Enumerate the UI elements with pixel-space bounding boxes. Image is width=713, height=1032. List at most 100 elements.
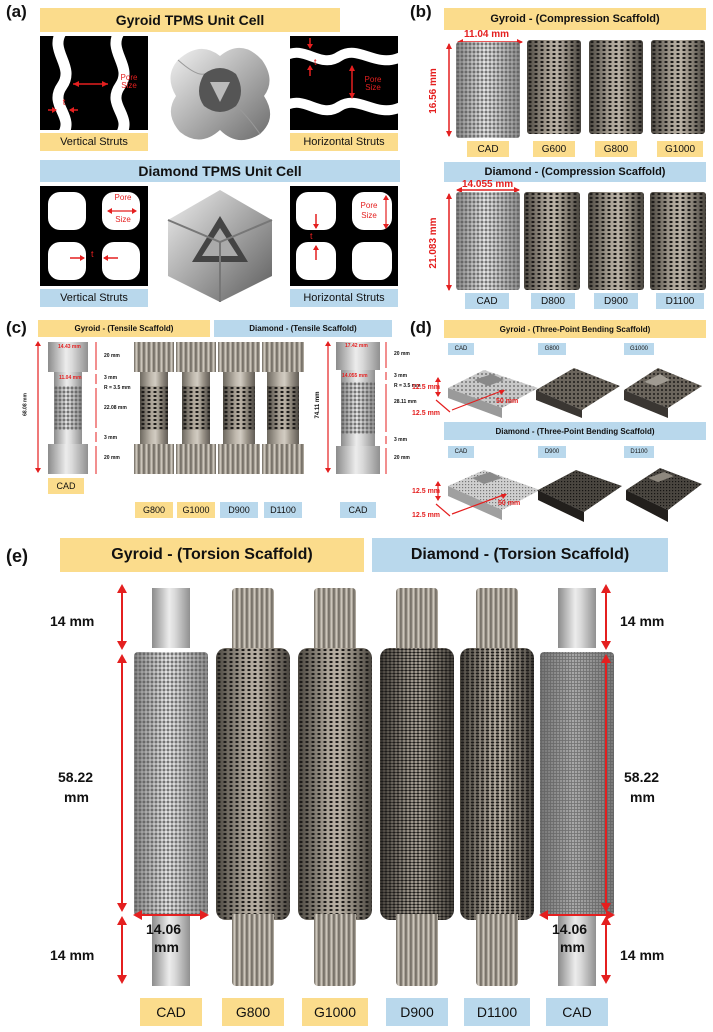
diamond-compression-height-label: 21.083 mm (428, 217, 439, 269)
torsion-left-top-len: 14 mm (50, 613, 95, 629)
gyroid-vertical-pore-size-label: Pore Size (120, 73, 138, 90)
diamond-compression-width-arrow (456, 187, 520, 193)
gyroid-compression-height-label: 16.56 mm (428, 68, 439, 114)
gyroid-tensile-d5: 20 mm (104, 455, 120, 461)
torsion-label-g1000: G1000 (302, 998, 368, 1026)
diamond-unit-cell-header: Diamond TPMS Unit Cell (40, 160, 400, 182)
gyroid-bending-dim-l: 50 mm (496, 398, 519, 405)
diamond-bending-dim-h: 12.5 mm (412, 488, 441, 495)
diamond-bending-header: Diamond - (Three-Point Bending Scaffold) (444, 422, 706, 440)
torsion-label-d900: D900 (386, 998, 448, 1026)
diamond-bending-dim-l: 50 mm (498, 500, 521, 507)
panel-c-letter: (c) (6, 318, 27, 337)
diamond-tensile-cad (336, 342, 380, 474)
diamond-unit-cell-render (167, 190, 273, 302)
gyroid-vertical-struts-image: Pore Size t (40, 36, 148, 130)
torsion-sample-cad-diamond (540, 588, 614, 986)
torsion-right-mid-len-2: mm (630, 789, 655, 805)
diamond-tensile-d1: 20 mm (394, 351, 410, 357)
diamond-compression-width-label: 14.055 mm (462, 179, 514, 190)
diamond-tensile-d900 (218, 342, 260, 474)
diamond-bending-beams (448, 468, 702, 522)
diamond-horizontal-size-label: Size (361, 211, 377, 220)
gyroid-horizontal-pore-size-label: Pore Size (364, 75, 382, 92)
gyroid-tensile-total-arrow (35, 341, 41, 473)
diamond-compression-d900 (588, 192, 644, 290)
torsion-left-width-2: mm (154, 939, 179, 955)
diamond-bending-dim-arrows (435, 481, 507, 517)
gyroid-unit-cell-header: Gyroid TPMS Unit Cell (40, 8, 340, 32)
gyroid-compression-label-g800: G800 (595, 141, 637, 157)
gyroid-compression-width-label: 11.04 mm (464, 29, 510, 40)
torsion-label-cad-gyroid: CAD (140, 998, 202, 1026)
tensile-label-cad-diamond: CAD (340, 502, 376, 518)
gyroid-vertical-struts-label: Vertical Struts (40, 133, 148, 151)
gyroid-compression-label-g1000: G1000 (657, 141, 703, 157)
gyroid-tensile-radius: R = 3.5 mm (104, 385, 131, 391)
torsion-left-mid-len-1: 58.22 (58, 769, 94, 785)
gyroid-tensile-top-width: 14.43 mm (58, 344, 81, 350)
diamond-bending-tag-d900: D900 (538, 446, 566, 458)
gyroid-tensile-g800 (134, 342, 174, 474)
diamond-tensile-segment-ticks (385, 342, 387, 474)
diamond-tensile-d4: 3 mm (394, 437, 408, 443)
diamond-bending-tag-cad: CAD (448, 446, 474, 458)
diamond-bending-dim-w: 12.5 mm (412, 512, 441, 519)
tensile-label-cad-gyroid: CAD (48, 478, 84, 494)
diamond-compression-label-d900: D900 (594, 293, 638, 309)
gyroid-compression-g800 (589, 40, 643, 134)
diamond-compression-cad (456, 192, 520, 290)
gyroid-bending-dim-w: 12.5 mm (412, 410, 441, 417)
gyroid-compression-g1000 (651, 40, 705, 134)
gyroid-compression-label-g600: G600 (533, 141, 575, 157)
diamond-compression-label-d800: D800 (531, 293, 575, 309)
diamond-compression-d800 (524, 192, 580, 290)
gyroid-bending-header: Gyroid - (Three-Point Bending Scaffold) (444, 320, 706, 338)
diamond-compression-header: Diamond - (Compression Scaffold) (444, 162, 706, 182)
torsion-right-width-2: mm (560, 939, 585, 955)
panel-e-letter: (e) (6, 546, 28, 566)
diamond-horizontal-t-label: t (310, 231, 313, 241)
panel-a-letter: (a) (6, 2, 27, 21)
diamond-vertical-struts-image: Pore Size t (40, 186, 148, 286)
gyroid-bending-tag-g1000: G1000 (624, 343, 654, 355)
diamond-horizontal-pore-label: Pore (360, 201, 378, 210)
torsion-label-cad-diamond: CAD (546, 998, 608, 1026)
diamond-vertical-struts-label: Vertical Struts (40, 289, 148, 307)
diamond-bending-tag-d1100: D1100 (624, 446, 654, 458)
torsion-right-bot-len: 14 mm (620, 947, 665, 963)
diamond-tensile-d3: 28.11 mm (394, 399, 417, 405)
torsion-left-bot-len: 14 mm (50, 947, 95, 963)
diamond-torsion-header: Diamond - (Torsion Scaffold) (372, 538, 668, 572)
gyroid-torsion-header: Gyroid - (Torsion Scaffold) (60, 538, 364, 572)
gyroid-vertical-t-label: t (62, 97, 66, 107)
diamond-tensile-mid-width: 14.055 mm (342, 373, 368, 379)
diamond-vertical-pore-label: Pore (114, 193, 132, 202)
diamond-tensile-total-label: 74.11 mm (315, 391, 321, 419)
gyroid-compression-g600 (527, 40, 581, 134)
gyroid-horizontal-struts-image: t Pore Size (290, 36, 398, 130)
gyroid-bending-beams (448, 368, 702, 418)
gyroid-tensile-total-label: 68.08 mm (22, 393, 29, 416)
diamond-tensile-top-width: 17.42 mm (345, 343, 368, 349)
diamond-tensile-total-arrow (325, 341, 331, 473)
tensile-label-g800: G800 (135, 502, 173, 518)
gyroid-tensile-cad (48, 342, 88, 474)
torsion-right-width-1: 14.06 (552, 921, 588, 937)
diamond-tensile-header: Diamond - (Tensile Scaffold) (214, 320, 392, 337)
gyroid-tensile-d3: 22.08 mm (104, 405, 127, 411)
diamond-compression-label-cad: CAD (465, 293, 509, 309)
gyroid-compression-label-cad: CAD (467, 141, 509, 157)
tensile-label-d1100: D1100 (264, 502, 302, 518)
panel-b-letter: (b) (410, 2, 432, 21)
diamond-vertical-t-label: t (91, 249, 94, 259)
gyroid-tensile-segment-ticks (95, 342, 97, 474)
gyroid-compression-cad (456, 42, 520, 138)
torsion-sample-d1100 (460, 588, 534, 986)
panel-d-letter: (d) (410, 318, 432, 337)
torsion-left-width-1: 14.06 (146, 921, 182, 937)
gyroid-tensile-mid-width: 11.04 mm (59, 375, 82, 381)
gyroid-tensile-g1000 (176, 342, 216, 474)
torsion-sample-g1000 (298, 588, 372, 986)
torsion-sample-g800 (216, 588, 290, 986)
